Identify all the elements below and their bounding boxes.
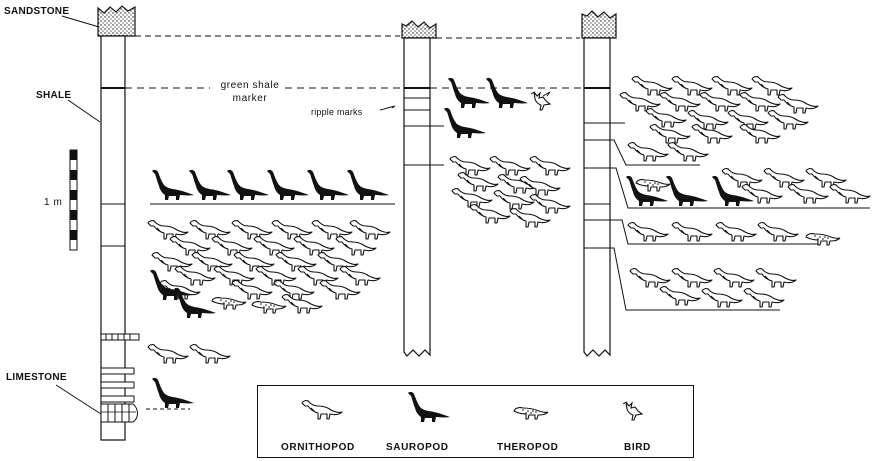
shale-label: SHALE [36,90,71,101]
track-level-col3-fourth [628,223,840,245]
column-3 [582,11,870,356]
column-1 [98,6,139,440]
scale-bar [70,150,77,250]
column-2 [402,21,444,356]
track-level-col2-ornithopods [450,157,570,227]
legend-bird-label: BIRD [624,442,651,453]
track-level-sauropods-col1 [150,170,395,204]
sandstone-label: SANDSTONE [4,6,69,17]
green-shale-marker-line2: marker [214,93,286,104]
track-level-col2-upper [444,78,550,138]
legend-theropod-label: THEROPOD [497,442,558,453]
scale-label: 1 m [44,197,62,208]
track-level-col3-sauropods [626,169,870,206]
legend-ornithopod-label: ORNITHOPOD [281,442,355,453]
legend: ORNITHOPOD SAUROPOD THEROPOD BIRD [257,385,694,458]
track-level-col3-top [620,77,818,143]
limestone-label: LIMESTONE [6,372,67,383]
track-level-col3-second [628,143,708,161]
green-shale-marker-line1: green shale [214,80,286,91]
ripple-marks-label: ripple marks [311,107,362,117]
track-level-ornithopods-col1 [148,221,390,318]
legend-sauropod-label: SAUROPOD [386,442,449,453]
track-level-col3-bottom [630,269,796,307]
track-level-lower-col1 [146,345,230,409]
